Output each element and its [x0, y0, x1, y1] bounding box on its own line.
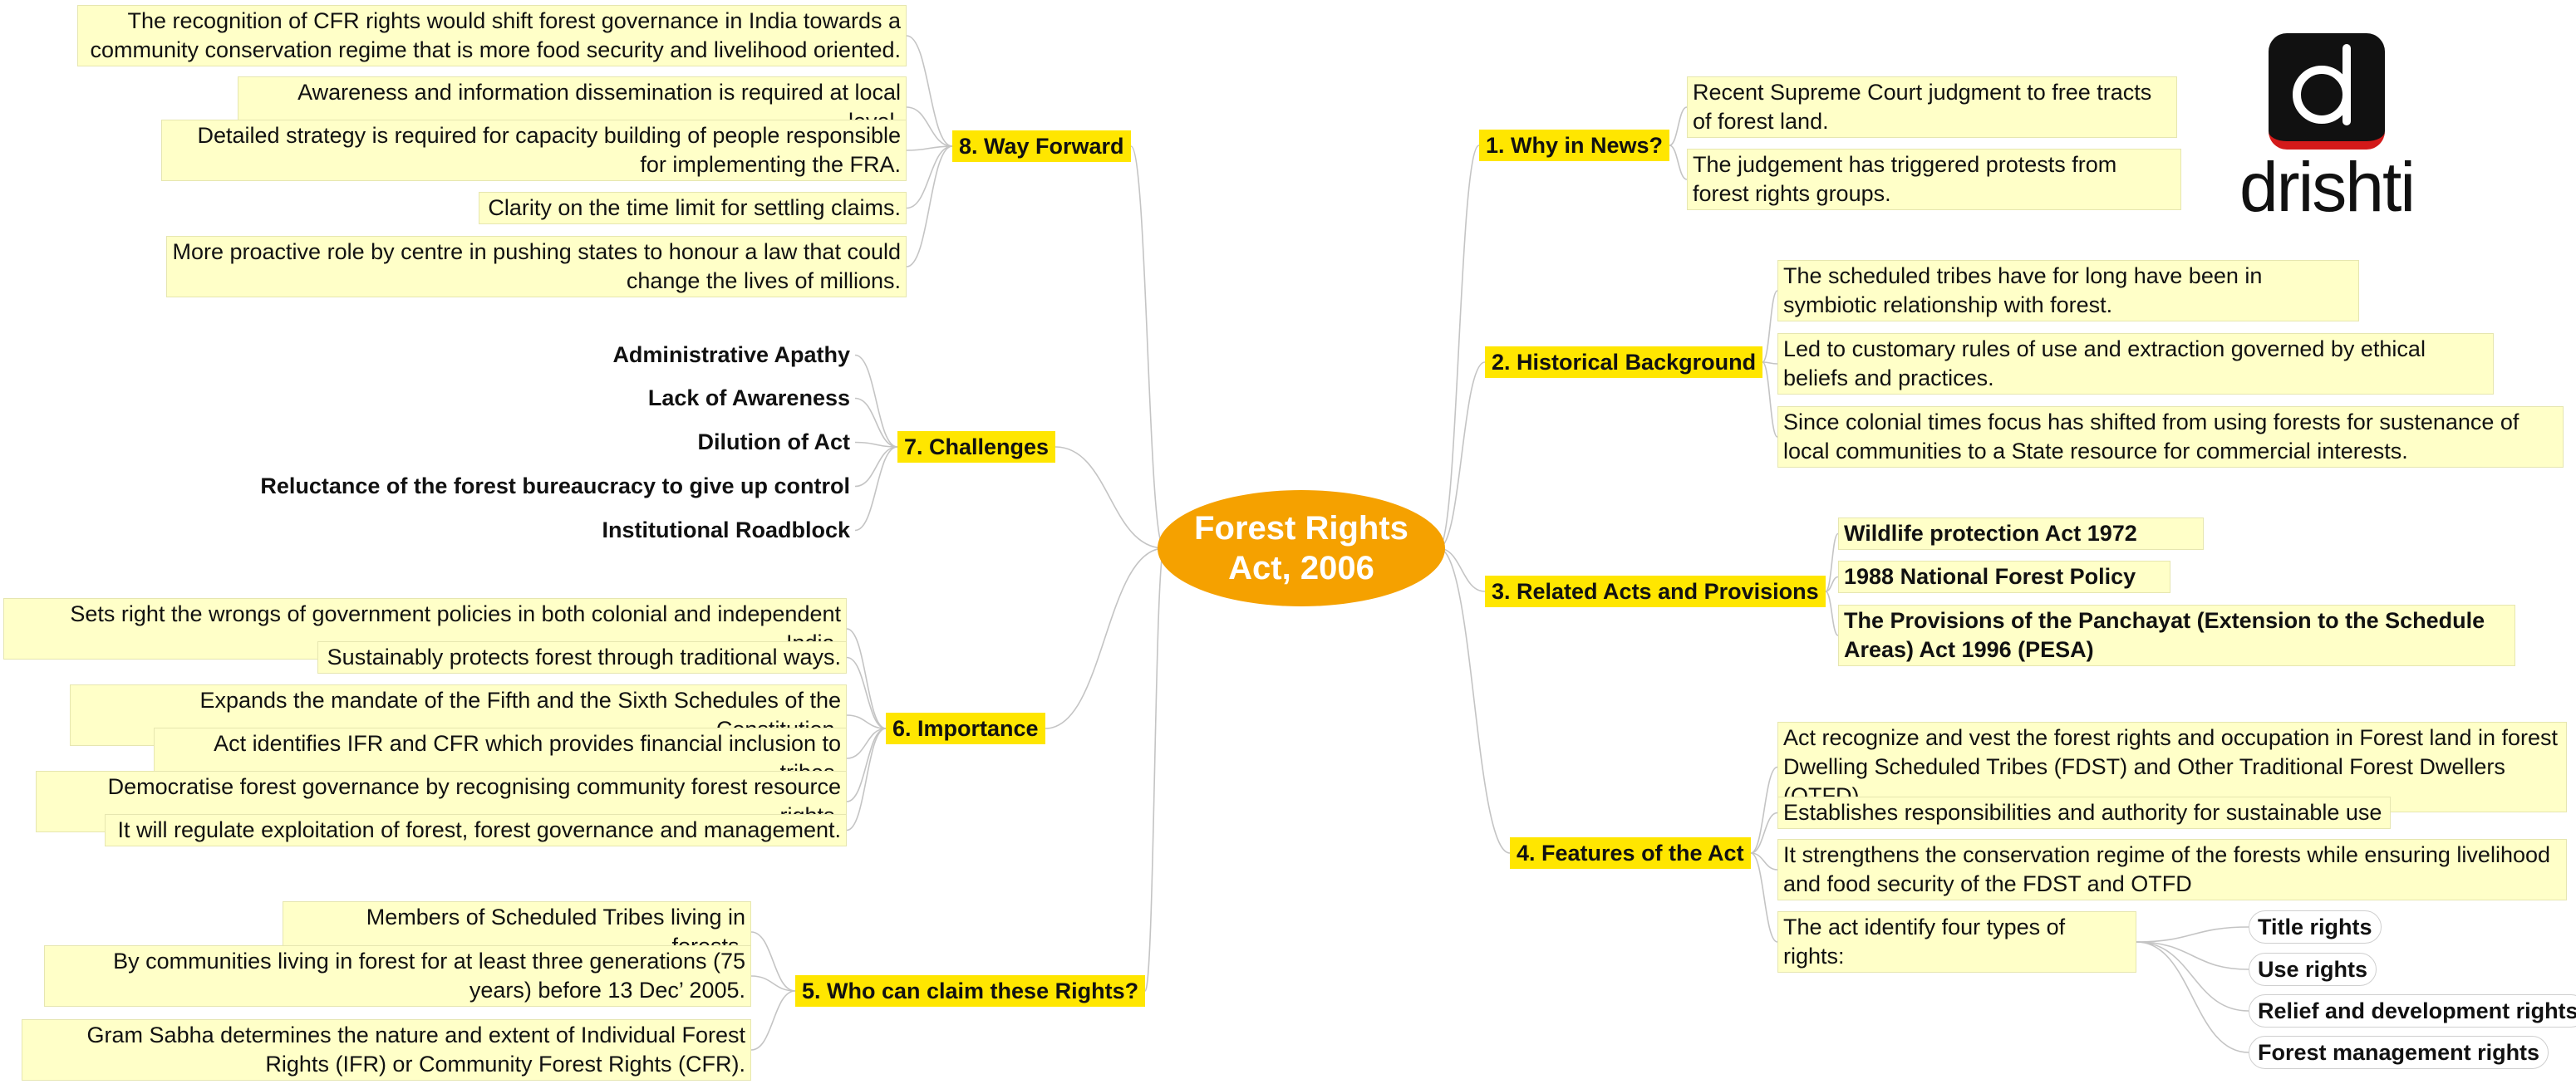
note-features-1[interactable]: Establishes responsibilities and authori…	[1777, 797, 2391, 829]
connector-history-0	[1762, 290, 1778, 363]
note-way-0[interactable]: The recognition of CFR rights would shif…	[77, 5, 907, 66]
logo-wordmark: drishti	[2239, 148, 2416, 226]
note-importance-5[interactable]: It will regulate exploitation of forest,…	[105, 814, 847, 846]
pill-use-rights[interactable]: Use rights	[2249, 953, 2377, 986]
connector-center-features	[1438, 547, 1511, 854]
connector-rights-2	[2136, 941, 2249, 1012]
note-importance-1[interactable]: Sustainably protects forest through trad…	[317, 641, 847, 674]
connector-acts-1	[1825, 576, 1839, 592]
connector-way-1	[906, 106, 953, 147]
connector-center-who	[1144, 547, 1165, 992]
connector-challenges-1	[854, 397, 898, 448]
connector-way-4	[906, 145, 953, 267]
topic-features[interactable]: 4. Features of the Act	[1510, 837, 1751, 869]
note-acts-2[interactable]: The Provisions of the Panchayat (Extensi…	[1838, 605, 2515, 666]
note-history-0[interactable]: The scheduled tribes have for long have …	[1777, 260, 2359, 321]
connector-center-way	[1130, 145, 1165, 549]
note-who-1[interactable]: By communities living in forest for at l…	[44, 945, 751, 1007]
connector-way-2	[906, 145, 953, 151]
note-history-2[interactable]: Since colonial times focus has shifted f…	[1777, 406, 2564, 468]
note-features-2[interactable]: It strengthens the conservation regime o…	[1777, 839, 2567, 900]
note-way-4[interactable]: More proactive role by centre in pushing…	[166, 236, 907, 297]
topic-historical-background[interactable]: 2. Historical Background	[1485, 346, 1763, 378]
pill-forest-management-rights[interactable]: Forest management rights	[2249, 1036, 2549, 1069]
connector-features-0	[1750, 766, 1778, 854]
connector-history-2	[1762, 361, 1778, 438]
note-why-0[interactable]: Recent Supreme Court judgment to free tr…	[1687, 76, 2177, 138]
connector-center-history	[1438, 361, 1486, 549]
d-letter-icon	[2293, 44, 2351, 125]
connector-rights-3	[2136, 941, 2249, 1053]
topic-challenges[interactable]: 7. Challenges	[897, 431, 1056, 463]
connector-importance-4	[846, 728, 887, 802]
connector-center-challenges	[1054, 446, 1165, 549]
topic-way-forward[interactable]: 8. Way Forward	[952, 130, 1131, 162]
connector-importance-1	[846, 656, 887, 729]
connector-center-acts	[1438, 547, 1486, 592]
central-topic-label: Forest Rights Act, 2006	[1194, 510, 1408, 586]
connector-features-3	[1750, 852, 1778, 943]
connector-challenges-3	[854, 446, 898, 488]
connector-acts-2	[1825, 591, 1839, 636]
note-importance-0[interactable]: Sets right the wrongs of government poli…	[3, 598, 847, 660]
connector-center-importance	[1045, 547, 1165, 729]
note-features-3[interactable]: The act identify four types of rights:	[1777, 911, 2136, 973]
pill-title-rights[interactable]: Title rights	[2249, 910, 2382, 944]
connector-features-2	[1750, 852, 1778, 871]
connector-why-0	[1669, 106, 1688, 146]
connector-features-1	[1750, 812, 1778, 854]
topic-importance[interactable]: 6. Importance	[886, 713, 1045, 744]
connector-why-1	[1669, 145, 1688, 180]
note-challenges-0[interactable]: Administrative Apathy	[499, 340, 855, 370]
note-why-1[interactable]: The judgement has triggered protests fro…	[1687, 149, 2181, 210]
pill-relief-development-rights[interactable]: Relief and development rights	[2249, 994, 2576, 1028]
connector-who-1	[750, 975, 796, 992]
connector-importance-2	[846, 714, 887, 729]
topic-why-in-news[interactable]: 1. Why in News?	[1479, 130, 1670, 161]
connector-who-0	[750, 931, 796, 992]
connector-importance-5	[846, 728, 887, 831]
note-challenges-3[interactable]: Reluctance of the forest bureaucracy to …	[249, 471, 855, 502]
note-history-1[interactable]: Led to customary rules of use and extrac…	[1777, 333, 2494, 395]
note-way-3[interactable]: Clarity on the time limit for settling c…	[479, 192, 907, 224]
topic-who-can-claim[interactable]: 5. Who can claim these Rights?	[795, 975, 1146, 1007]
topic-related-acts[interactable]: 3. Related Acts and Provisions	[1485, 576, 1826, 607]
note-challenges-1[interactable]: Lack of Awareness	[499, 383, 855, 414]
central-topic[interactable]: Forest Rights Act, 2006	[1158, 490, 1445, 606]
connector-acts-0	[1825, 532, 1839, 592]
note-way-2[interactable]: Detailed strategy is required for capaci…	[161, 120, 907, 181]
note-acts-0[interactable]: Wildlife protection Act 1972	[1838, 517, 2204, 550]
drishti-logo: drishti	[2227, 29, 2426, 226]
note-challenges-2[interactable]: Dilution of Act	[499, 427, 855, 458]
connector-way-0	[906, 35, 953, 147]
connector-importance-3	[846, 728, 887, 759]
connector-history-1	[1762, 361, 1778, 365]
note-who-2[interactable]: Gram Sabha determines the nature and ext…	[22, 1019, 751, 1081]
logo-mark	[2269, 33, 2385, 150]
connector-rights-1	[2136, 941, 2249, 970]
connector-challenges-2	[854, 441, 898, 448]
note-challenges-4[interactable]: Institutional Roadblock	[499, 515, 855, 546]
connector-center-why	[1438, 145, 1480, 549]
connector-who-2	[750, 990, 796, 1051]
connector-way-3	[906, 145, 953, 209]
connector-importance-0	[846, 628, 887, 729]
connector-rights-0	[2136, 926, 2249, 943]
connector-challenges-4	[854, 446, 898, 532]
note-acts-1[interactable]: 1988 National Forest Policy	[1838, 561, 2170, 593]
connector-challenges-0	[854, 354, 898, 448]
